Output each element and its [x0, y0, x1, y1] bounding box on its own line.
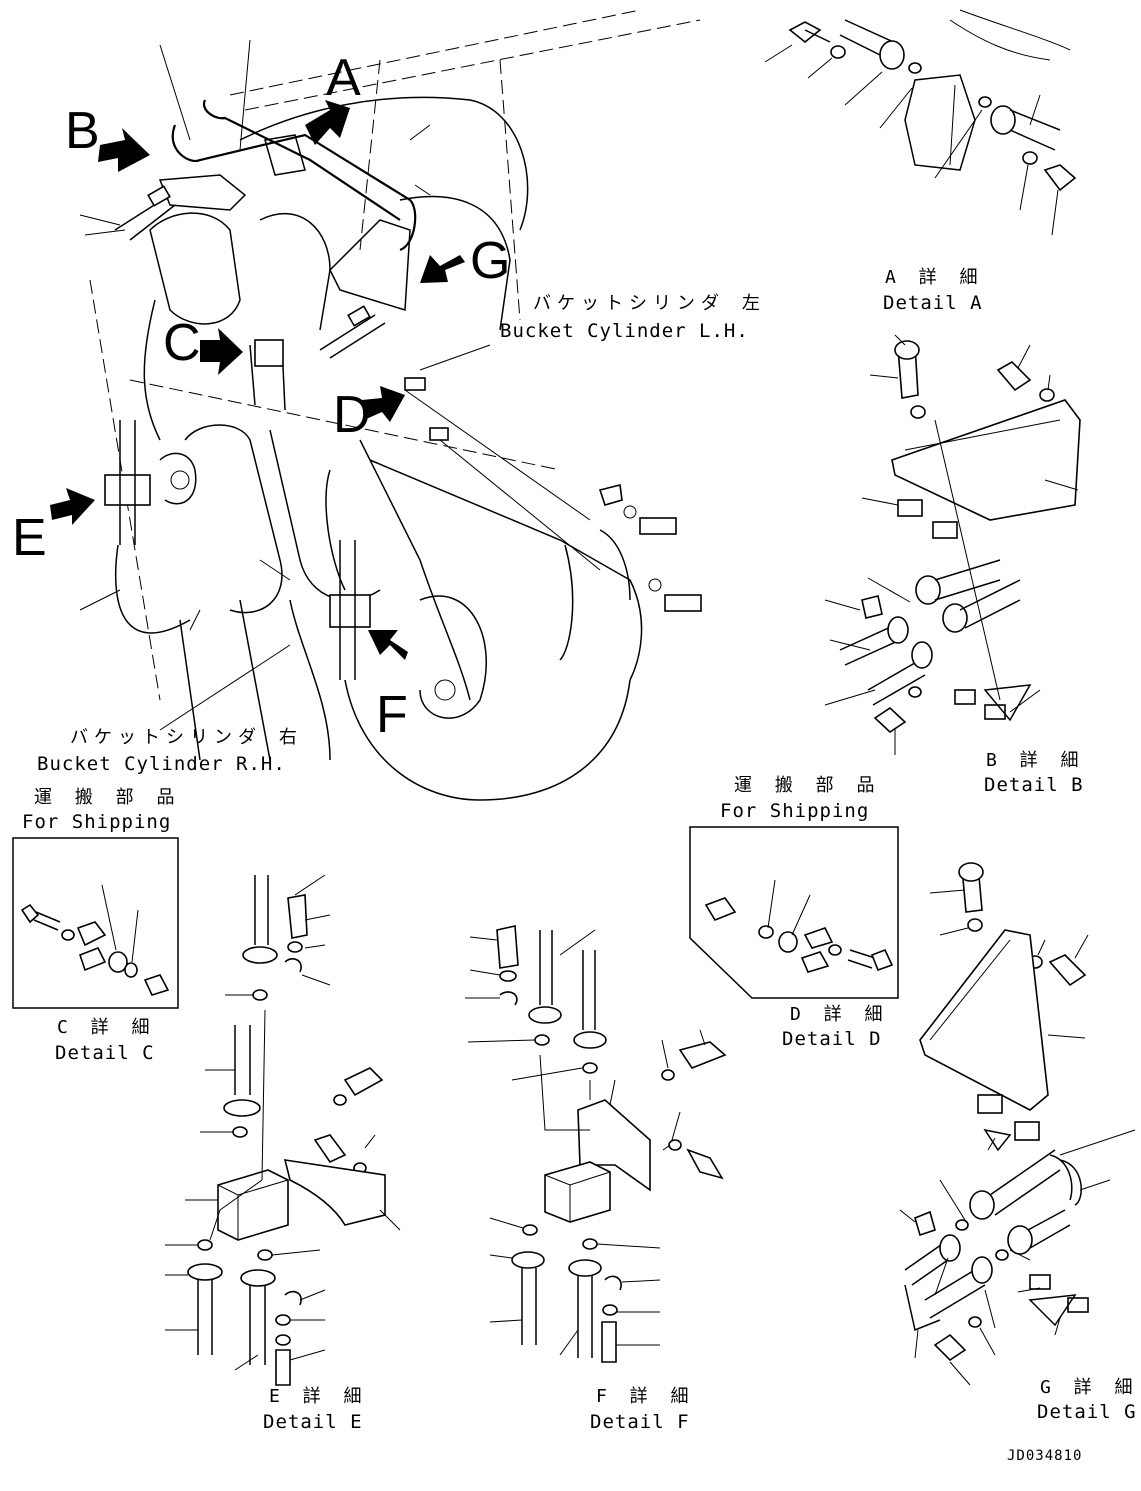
detail-a-title-jp: A 詳 細	[885, 267, 984, 288]
detail-c-title-jp: C 詳 細	[57, 1017, 156, 1038]
bucket-cylinder-lh-jp: バケットシリンダ 左	[533, 293, 766, 314]
shipping-right-jp: 運 搬 部 品	[734, 775, 881, 796]
callout-letter-f: F	[376, 686, 408, 744]
detail-d-title-en: Detail D	[782, 1028, 882, 1050]
callout-letter-c: C	[163, 314, 201, 372]
callout-letter-g: G	[470, 232, 510, 290]
bucket-cylinder-rh-jp: バケットシリンダ 右	[70, 727, 303, 748]
arrow-g-icon	[420, 255, 465, 283]
shipping-box-right	[689, 826, 899, 999]
shipping-left-en: For Shipping	[22, 811, 171, 833]
detail-f-drawing	[465, 925, 727, 1363]
detail-b-title-jp: B 詳 細	[986, 750, 1085, 771]
detail-e-drawing	[165, 874, 401, 1386]
arrow-c-icon	[200, 328, 243, 375]
detail-e-title-jp: E 詳 細	[269, 1386, 368, 1407]
detail-b-title-en: Detail B	[984, 774, 1084, 796]
shipping-left-jp: 運 搬 部 品	[34, 787, 181, 808]
detail-g-title-jp: G 詳 細	[1040, 1377, 1139, 1398]
detail-f-title-jp: F 詳 細	[596, 1386, 695, 1407]
detail-c-drawing	[20, 884, 170, 996]
detail-b-drawing	[824, 334, 1081, 755]
detail-c-title-en: Detail C	[55, 1042, 155, 1064]
detail-f-title-en: Detail F	[590, 1411, 690, 1433]
detail-e-title-en: Detail E	[263, 1411, 363, 1433]
arrow-e-icon	[50, 488, 95, 525]
drawing-code: JD034810	[1007, 1448, 1082, 1464]
detail-a-drawing	[764, 9, 1077, 236]
detail-a-title-en: Detail A	[883, 292, 983, 314]
arrow-f-icon	[368, 630, 408, 660]
arrow-b-icon	[98, 128, 150, 172]
main-assembly	[79, 9, 702, 801]
bucket-cylinder-lh-en: Bucket Cylinder L.H.	[500, 320, 749, 342]
detail-d-title-jp: D 詳 細	[790, 1004, 889, 1025]
shipping-right-en: For Shipping	[720, 800, 869, 822]
callout-letter-e: E	[12, 509, 47, 567]
arrow-a-icon	[305, 100, 350, 145]
detail-d-drawing	[704, 879, 894, 973]
detail-g-drawing	[899, 862, 1136, 1386]
callout-letter-d: D	[333, 386, 371, 444]
detail-g-title-en: Detail G	[1037, 1401, 1137, 1423]
bucket-cylinder-rh-en: Bucket Cylinder R.H.	[37, 753, 286, 775]
callout-letter-a: A	[326, 49, 361, 107]
callout-letter-b: B	[65, 102, 100, 160]
callout-arrows	[50, 100, 491, 731]
shipping-box-left	[12, 837, 179, 1009]
arrow-d-icon	[362, 386, 405, 422]
